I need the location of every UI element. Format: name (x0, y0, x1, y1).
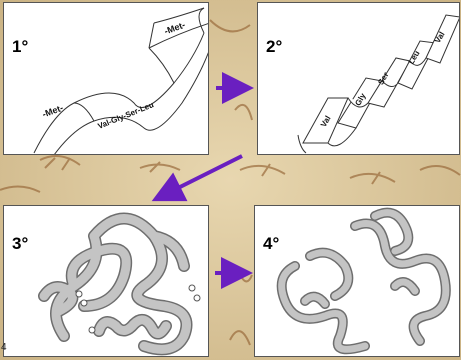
panel-quaternary-structure: 4° (254, 205, 460, 357)
panel-primary-structure: 1° -Met- Val-Gly-Ser-Leu -Met- (3, 2, 209, 155)
arrow-secondary-to-tertiary (151, 154, 243, 202)
panel-label-tertiary: 3° (12, 234, 29, 253)
quaternary-fold-illustration (276, 207, 451, 355)
primary-ribbon-illustration (33, 7, 208, 154)
tertiary-fold-illustration (38, 212, 201, 356)
panel-label-primary: 1° (12, 37, 29, 56)
panel-label-secondary: 2° (266, 37, 283, 56)
panel-tertiary-structure: 3° (3, 205, 209, 357)
page-number: 4 (1, 342, 7, 353)
panel-secondary-structure: 2° Val Gly Ser Leu Val (257, 2, 460, 155)
panel-label-quaternary: 4° (263, 234, 280, 253)
secondary-helix-illustration (297, 14, 459, 154)
